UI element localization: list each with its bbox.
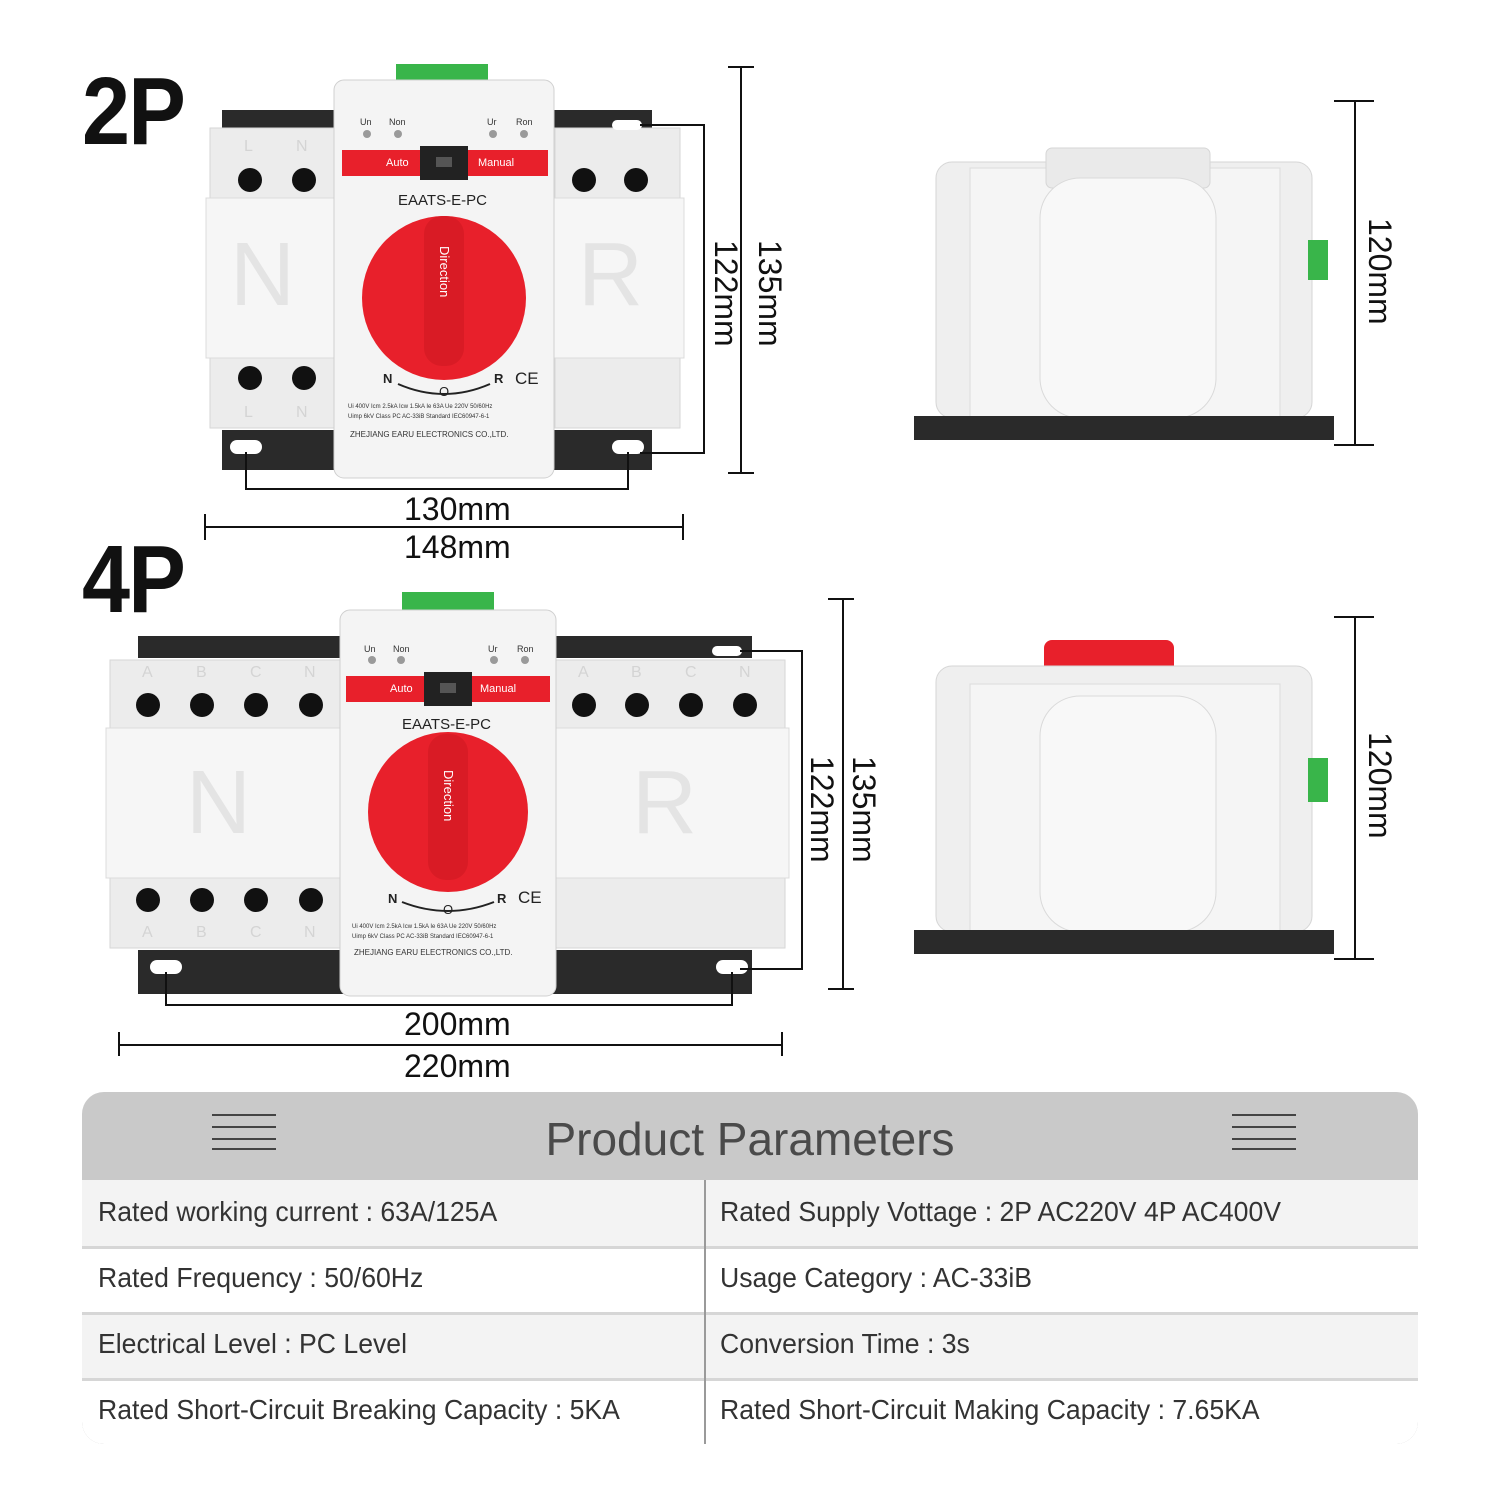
indicator-ron-4p: Ron [517,644,534,654]
ce-mark-2p: CE [515,369,539,388]
pos-n-4p: N [388,891,398,906]
terminal-label-4p-n-r: N [739,664,751,681]
indicator-non-4p: Non [393,644,410,654]
terminal-label-4p-c-r: C [685,664,697,681]
mode-auto-4p: Auto [390,683,413,695]
dim-4p-width-outer: 220mm [404,1048,511,1084]
indicator-ur-2p: Ur [487,117,497,127]
param-cell: Rated Supply Vottage : 2P AC220V 4P AC40… [720,1196,1281,1227]
terminal-label-2p-l-bottom: L [244,404,253,421]
indicator-non-2p: Non [389,117,406,127]
param-cell: Rated Frequency : 50/60Hz [98,1262,424,1293]
menu-lines-icon-right [1232,1114,1296,1150]
maker-2p: ZHEJIANG EARU ELECTRONICS CO.,LTD. [350,430,509,439]
param-cell: Rated Short-Circuit Breaking Capacity : … [98,1394,620,1425]
side-right-2p: R [578,225,643,325]
indicator-un-2p: Un [360,117,372,127]
spec-line1-4p: Ui 400V Icm 2.5kA Icw 1.5kA Ie 63A Ue 22… [352,924,497,930]
param-cell: Rated working current : 63A/125A [98,1196,498,1227]
product-parameters-panel: Product Parameters Rated working current… [82,1092,1418,1444]
mode-manual-2p: Manual [478,157,515,169]
terminal-label-2p-n-top: N [296,138,308,155]
terminal-label-4p-a-b: A [142,924,153,941]
param-cell: Usage Category : AC-33iB [720,1262,1032,1293]
terminal-label-4p-n: N [304,664,316,681]
model-2p: EAATS-E-PC [398,192,487,209]
label-2p: 2P [82,58,186,165]
menu-lines-icon-left [212,1114,276,1150]
side-left-4p: N [186,753,251,853]
terminal-label-2p-n-bottom: N [296,404,308,421]
param-cell: Conversion Time : 3s [720,1328,970,1359]
indicator-ron-2p: Ron [516,117,533,127]
terminal-label-4p-c: C [250,664,262,681]
dim-2p-width-outer: 148mm [404,529,511,565]
terminal-label-4p-b: B [196,664,207,681]
terminal-label-4p-a-r: A [578,664,589,681]
model-4p: EAATS-E-PC [402,716,491,733]
dim-2p-width-inner: 130mm [404,491,511,527]
indicator-ur-4p: Ur [488,644,498,654]
terminal-label-2p-l-top: L [244,138,253,155]
spec-line2-4p: Uimp 6kV Class PC AC-33iB Standard IEC60… [352,934,494,940]
dim-4p-width-inner: 200mm [404,1006,511,1042]
pos-o-4p: O [443,902,454,917]
pos-r-4p: R [497,891,507,906]
spec-line1-2p: Ui 400V Icm 2.5kA Icw 1.5kA Ie 63A Ue 22… [348,404,493,410]
param-cell: Rated Short-Circuit Making Capacity : 7.… [720,1394,1260,1425]
pos-n-2p: N [383,371,393,386]
indicator-un-4p: Un [364,644,376,654]
params-title: Product Parameters [545,1113,955,1165]
terminal-label-4p-b-r: B [631,664,642,681]
terminal-label-4p-a: A [142,664,153,681]
terminal-label-4p-n-b: N [304,924,316,941]
dim-4p-depth: 120mm [1362,732,1398,839]
maker-4p: ZHEJIANG EARU ELECTRONICS CO.,LTD. [354,948,513,957]
label-4p: 4P [82,526,186,633]
terminal-label-4p-c-b: C [250,924,262,941]
param-cell: Electrical Level : PC Level [98,1328,408,1359]
pos-r-2p: R [494,371,504,386]
spec-line2-2p: Uimp 6kV Class PC AC-33iB Standard IEC60… [348,414,490,420]
mode-auto-2p: Auto [386,157,409,169]
params-table: Rated working current : 63A/125A Rated S… [82,1180,1418,1444]
side-right-4p: R [632,753,697,853]
ce-mark-4p: CE [518,888,542,907]
terminal-label-4p-b-b: B [196,924,207,941]
mode-manual-4p: Manual [480,683,517,695]
side-left-2p: N [230,225,295,325]
pos-o-2p: O [439,384,450,399]
